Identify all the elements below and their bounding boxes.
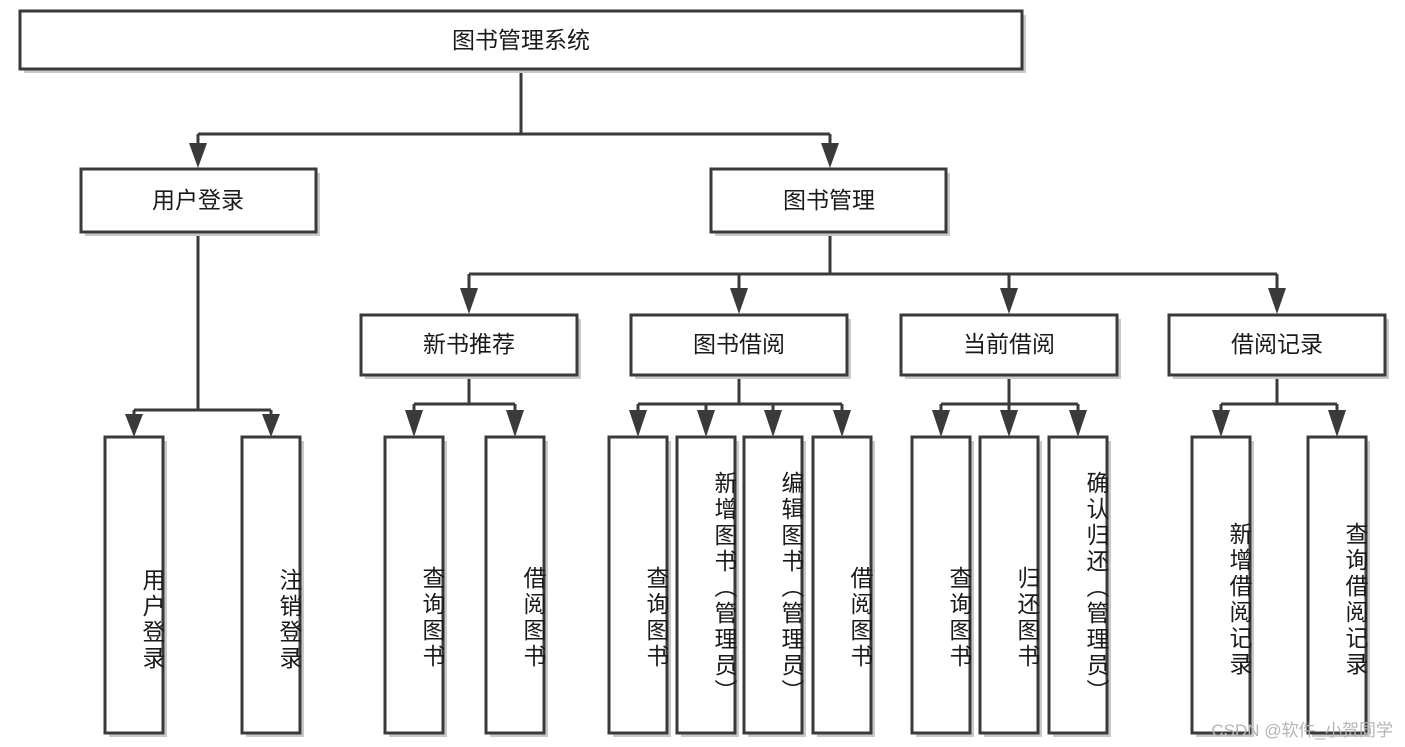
leaf-box-bb-query[interactable] — [607, 435, 669, 735]
leaf-box-group — [103, 435, 1370, 737]
arrow-head-nb-leaf1 — [405, 410, 423, 437]
node-book-borrow[interactable]: 图书借阅 — [629, 313, 851, 379]
arrow-head-cb-leaf3 — [1069, 410, 1087, 437]
node-book-manage-box[interactable] — [709, 167, 948, 234]
leaf-box-cb-confirm[interactable] — [1047, 435, 1109, 735]
node-root-box[interactable] — [18, 9, 1024, 71]
leaf-box-cb-return[interactable] — [978, 435, 1040, 735]
arrow-head-cb-leaf2 — [1000, 410, 1018, 437]
node-borrow-record[interactable]: 借阅记录 — [1167, 313, 1389, 379]
node-root[interactable]: 图书管理系统 — [18, 9, 1026, 73]
arrow-head-leaf-logout — [262, 414, 280, 437]
leaf-box-nb-borrow[interactable] — [484, 435, 546, 735]
node-book-manage[interactable]: 图书管理 — [709, 167, 950, 236]
leaf-box-br-query[interactable] — [1306, 435, 1368, 735]
node-borrow-record-box[interactable] — [1167, 313, 1387, 377]
arrow-head-book-borrow — [730, 288, 748, 314]
arrow-head-bb-leaf4 — [833, 410, 851, 437]
leaf-box-nb-query[interactable] — [383, 435, 445, 735]
leaf-box-user-login[interactable] — [103, 435, 165, 735]
node-current-borrow-label: 当前借阅 — [963, 331, 1055, 357]
node-current-borrow-box[interactable] — [899, 313, 1119, 377]
leaf-box-logout[interactable] — [240, 435, 302, 735]
node-user-login-label: 用户登录 — [152, 187, 244, 213]
node-user-login-box[interactable] — [79, 167, 318, 234]
node-new-book-recommend[interactable]: 新书推荐 — [359, 313, 581, 379]
arrow-head-nb-leaf2 — [506, 410, 524, 437]
arrow-head-current-borrow — [1000, 288, 1018, 314]
node-current-borrow[interactable]: 当前借阅 — [899, 313, 1121, 379]
leaf-box-bb-edit[interactable] — [742, 435, 804, 735]
leaf-box-cb-query[interactable] — [910, 435, 972, 735]
arrow-head-bb-leaf1 — [629, 410, 647, 437]
node-borrow-record-label: 借阅记录 — [1231, 331, 1323, 357]
node-user-login[interactable]: 用户登录 — [79, 167, 320, 236]
arrow-head-bb-leaf3 — [764, 410, 782, 437]
arrow-head-user-login — [189, 143, 207, 168]
arrow-head-borrow-record — [1268, 288, 1286, 314]
arrow-head-new-book — [460, 288, 478, 314]
arrow-head-bb-leaf2 — [697, 410, 715, 437]
arrow-head-br-leaf2 — [1328, 410, 1346, 437]
node-book-manage-label: 图书管理 — [783, 187, 875, 213]
csdn-watermark: CSDN @软件_小贺同学 — [1211, 721, 1393, 740]
arrow-head-book-manage — [821, 143, 839, 168]
leaf-box-br-add[interactable] — [1190, 435, 1252, 735]
node-new-book-label: 新书推荐 — [423, 331, 515, 357]
leaf-box-bb-borrow[interactable] — [811, 435, 873, 735]
node-book-borrow-label: 图书借阅 — [693, 331, 785, 357]
node-book-borrow-box[interactable] — [629, 313, 849, 377]
connector-group — [125, 69, 1346, 437]
arrow-head-leaf-user-login — [125, 414, 143, 437]
arrow-head-cb-leaf1 — [932, 410, 950, 437]
node-new-book-box[interactable] — [359, 313, 579, 377]
arrow-head-br-leaf1 — [1212, 410, 1230, 437]
leaf-box-bb-add[interactable] — [675, 435, 737, 735]
node-root-label: 图书管理系统 — [452, 27, 590, 53]
